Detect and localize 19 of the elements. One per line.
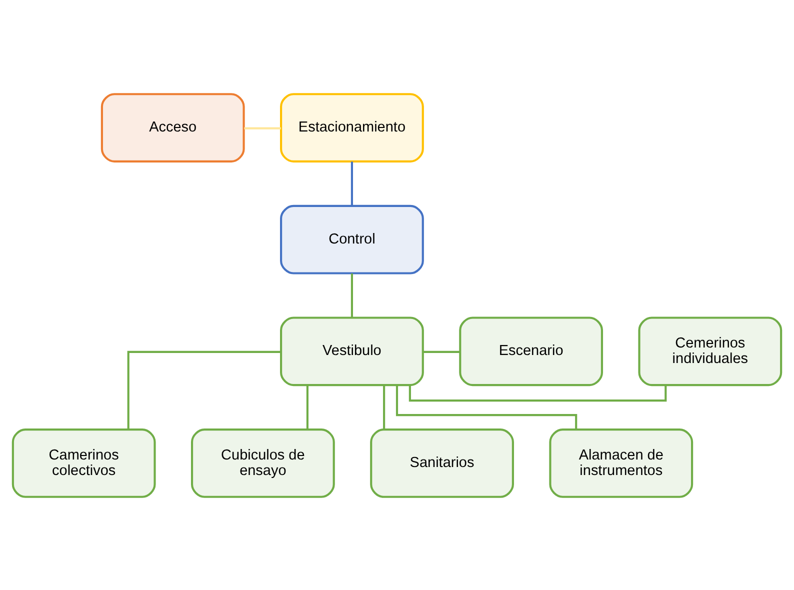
connector — [423, 350, 460, 352]
node-box: Alamacen de instrumentos — [549, 428, 694, 498]
node-box: Vestibulo — [280, 316, 424, 386]
connector — [396, 384, 578, 430]
node-box: Control — [280, 204, 424, 274]
node-box: Cemerinos individuales — [638, 316, 782, 386]
node-box: Estacionamiento — [280, 92, 424, 162]
connector — [350, 272, 353, 318]
node-box: Camerinos colectivos — [12, 428, 156, 498]
connector — [127, 350, 281, 430]
node-box: Acceso — [100, 92, 245, 162]
node-box: Sanitarios — [370, 428, 514, 498]
node-box: Cubiculos de ensayo — [190, 428, 335, 498]
connector — [408, 384, 667, 402]
node-box: Escenario — [459, 316, 604, 386]
connector — [306, 384, 308, 429]
connector — [350, 161, 353, 206]
connector — [383, 384, 386, 429]
connector — [244, 126, 281, 129]
